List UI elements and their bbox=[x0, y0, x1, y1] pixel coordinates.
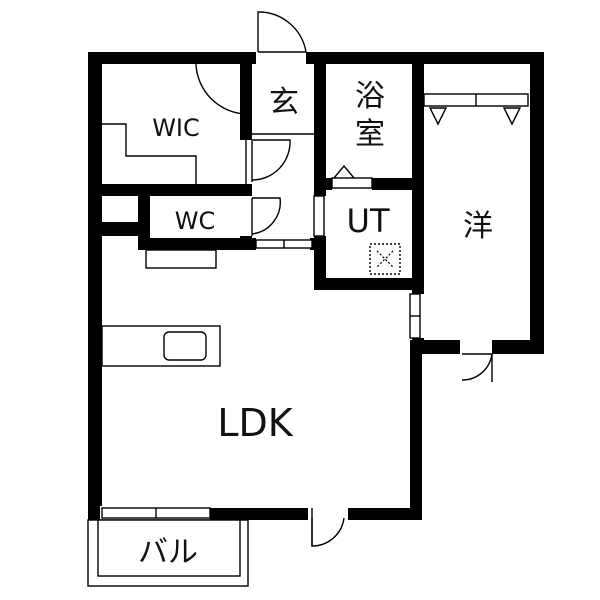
balcony bbox=[87, 519, 249, 587]
washer-pan bbox=[369, 243, 401, 275]
doors bbox=[195, 11, 493, 547]
window-frames bbox=[101, 177, 421, 519]
ldk-door-swing bbox=[311, 517, 345, 547]
closet-door-swing bbox=[251, 139, 291, 181]
western-door-swing bbox=[461, 353, 493, 381]
sink-icon bbox=[163, 331, 207, 361]
kitchen-counter bbox=[101, 325, 221, 367]
label-balcony: バル bbox=[138, 535, 198, 570]
bath-door-marker bbox=[333, 164, 355, 179]
wic-door-swing bbox=[195, 63, 247, 115]
room-labels: 玄 浴室 洋 WIC WC UT LDK バル bbox=[138, 79, 493, 570]
label-western: 洋 bbox=[463, 209, 493, 244]
label-entrance: 玄 bbox=[269, 85, 299, 120]
western-closet bbox=[423, 93, 529, 126]
front-door-swing bbox=[257, 11, 307, 53]
label-wic: WIC bbox=[152, 114, 200, 142]
wc-door-swing bbox=[251, 197, 281, 235]
label-bath: 浴室 bbox=[355, 79, 385, 152]
wic-shelf bbox=[102, 123, 247, 184]
label-ut: UT bbox=[347, 202, 390, 240]
label-ldk: LDK bbox=[217, 401, 293, 445]
label-wc: WC bbox=[175, 207, 216, 235]
wc-counter bbox=[145, 249, 217, 269]
